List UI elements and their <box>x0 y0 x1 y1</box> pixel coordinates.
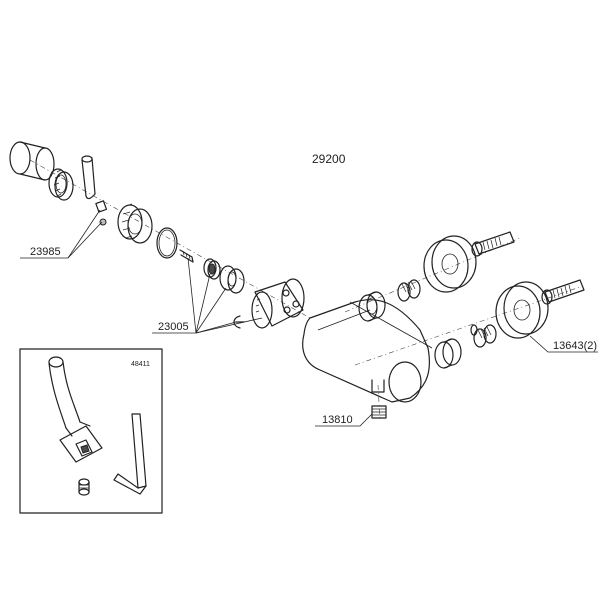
s-connector-lower <box>541 279 585 305</box>
callout-13643-label: 13643(2) <box>553 340 597 352</box>
inset-detail: 48411 <box>19 348 163 514</box>
union-nut-upper <box>358 291 386 322</box>
callout-23005: 23005 <box>152 257 263 334</box>
spacer-ring-small <box>203 258 221 280</box>
explosion-axes <box>29 159 581 421</box>
o-ring-lower <box>470 324 478 336</box>
o-ring <box>156 227 178 259</box>
s-connector-upper <box>471 231 515 257</box>
spacer-ring <box>219 265 245 294</box>
cover-plate-upper <box>423 235 477 293</box>
inset-part-number: 48411 <box>131 361 150 368</box>
outlet-nipple <box>371 405 387 419</box>
filter-insert-upper <box>397 279 421 302</box>
main-part-number: 29200 <box>312 152 346 166</box>
thermostatic-cartridge <box>251 278 305 329</box>
callout-13643: 13643(2) <box>529 335 598 353</box>
union-nut-lower <box>434 338 462 369</box>
cover-plate-lower <box>495 281 549 339</box>
callout-23985: 23985 <box>20 209 103 259</box>
mixer-body <box>302 299 433 403</box>
inset-handle-lever <box>48 356 103 463</box>
threaded-bushing <box>117 203 153 244</box>
nut-ring <box>48 168 74 201</box>
callout-13810-label: 13810 <box>322 414 353 426</box>
inset-grub-screw <box>78 478 90 496</box>
handle-lever <box>81 155 108 226</box>
callout-23985-label: 23985 <box>30 246 61 258</box>
small-screw <box>179 249 194 263</box>
callout-13810: 13810 <box>315 413 373 427</box>
inset-allen-key <box>113 413 147 495</box>
escutcheon-sleeve <box>9 141 55 181</box>
filter-insert-lower <box>473 324 497 348</box>
callout-23005-label: 23005 <box>158 321 189 333</box>
